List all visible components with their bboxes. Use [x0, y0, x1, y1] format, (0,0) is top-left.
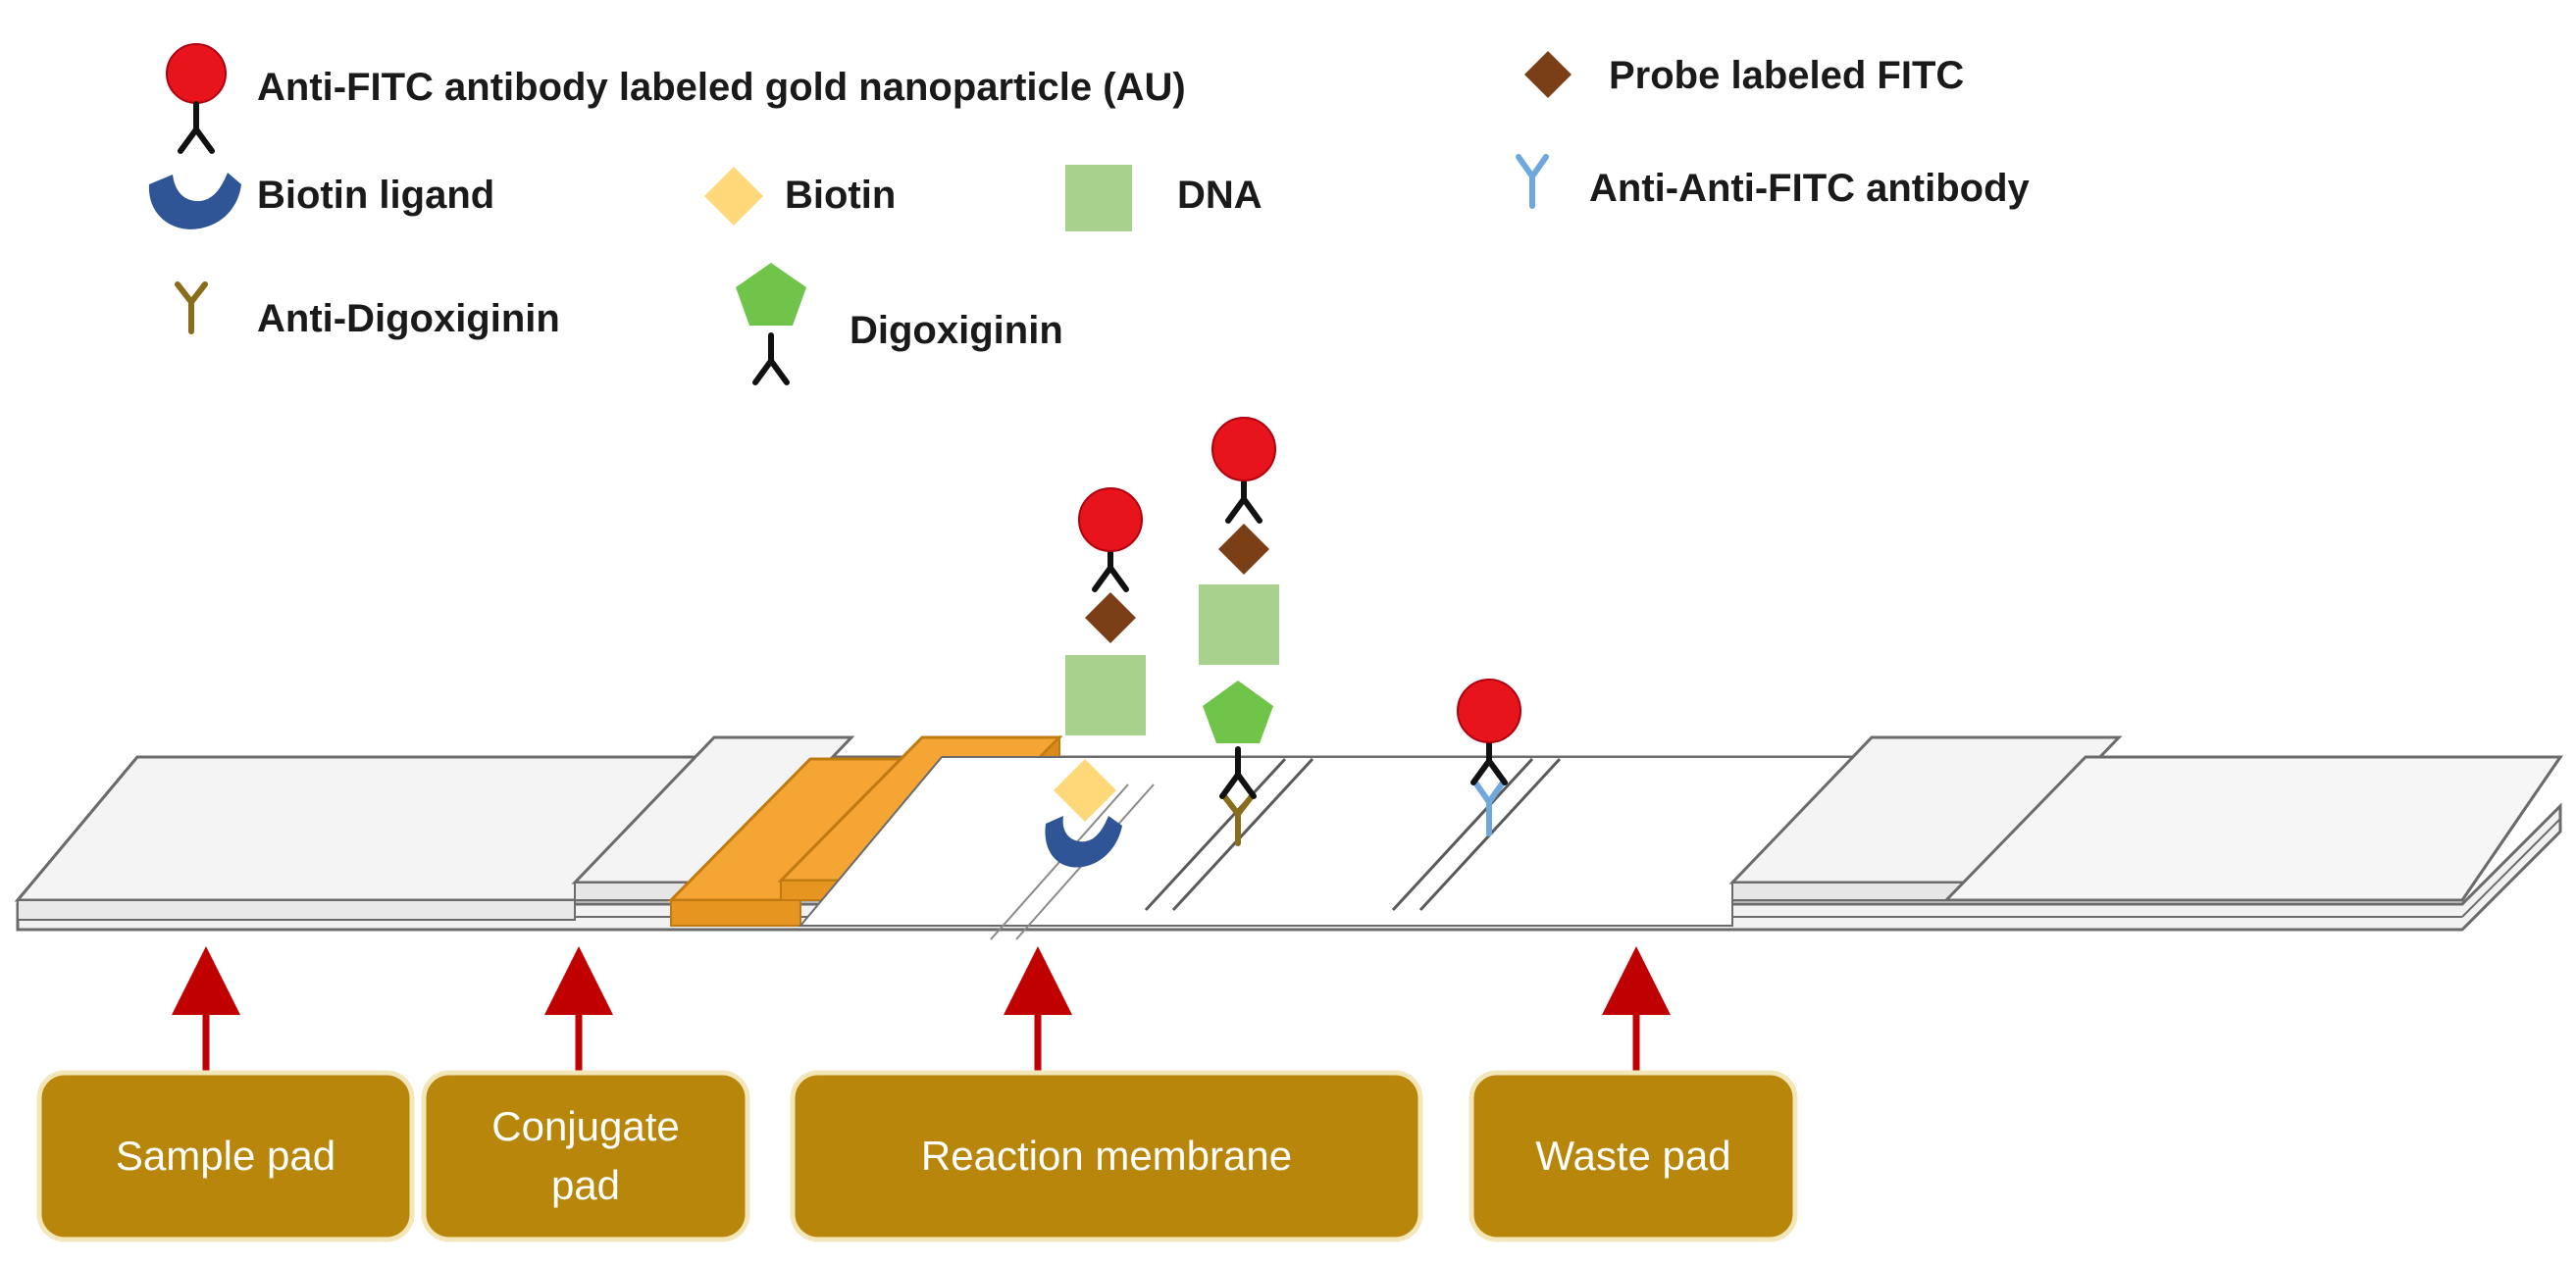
gold-nanoparticle-icon: [1457, 679, 1521, 743]
complex-control-line: [1457, 679, 1521, 836]
reaction-membrane: [798, 756, 1875, 940]
dna-icon: [1199, 584, 1279, 665]
legend-biotin-ligand-label: Biotin ligand: [257, 174, 494, 217]
complex-test-line-1: [1045, 487, 1146, 868]
gold-nanoparticle-icon: [1211, 417, 1276, 481]
arrows: [172, 946, 1671, 1071]
conjugate-pad-label-line2: pad: [551, 1162, 620, 1208]
dna-icon: [1065, 165, 1132, 231]
legend-dna-label: DNA: [1177, 174, 1262, 217]
conjugate-pad-label-box: Conjugate pad: [421, 1070, 750, 1242]
waste-pad-label-box: Waste pad: [1468, 1070, 1798, 1242]
legend-gold-nanoparticle-label: Anti-FITC antibody labeled gold nanopart…: [257, 66, 1186, 109]
legend: Anti-FITC antibody labeled gold nanopart…: [148, 43, 2031, 382]
legend-digoxiginin-label: Digoxiginin: [850, 309, 1063, 352]
dna-icon: [1065, 655, 1146, 735]
digoxiginin-icon: [736, 263, 806, 382]
pad-labels: Sample pad Conjugate pad Reaction membra…: [36, 1070, 1798, 1242]
anti-anti-fitc-antibody-icon: [1472, 780, 1506, 836]
biotin-ligand-icon: [1045, 816, 1122, 868]
legend-anti-anti-fitc-label: Anti-Anti-FITC antibody: [1589, 167, 2031, 210]
biotin-icon: [1054, 759, 1116, 822]
legend-probe-fitc-label: Probe labeled FITC: [1609, 54, 1964, 97]
probe-fitc-icon: [1524, 51, 1571, 98]
legend-biotin-label: Biotin: [785, 174, 896, 217]
anti-digoxiginin-icon: [1221, 793, 1255, 846]
test-line-2: [1144, 757, 1287, 912]
conjugate-pad-label-line1: Conjugate: [491, 1103, 679, 1149]
probe-fitc-icon: [1085, 592, 1136, 643]
sample-pad: [14, 755, 718, 921]
reaction-membrane-label: Reaction membrane: [921, 1133, 1292, 1179]
control-line: [1391, 757, 1534, 912]
reaction-membrane-label-box: Reaction membrane: [790, 1070, 1423, 1242]
legend-anti-digoxiginin-label: Anti-Digoxiginin: [257, 297, 560, 340]
gold-nanoparticle-icon: [166, 43, 227, 151]
biotin-ligand-icon: [148, 173, 241, 229]
sample-pad-label-box: Sample pad: [36, 1070, 415, 1242]
sample-pad-label: Sample pad: [116, 1133, 335, 1179]
anti-digoxiginin-icon: [175, 281, 208, 334]
biotin-icon: [704, 167, 763, 226]
test-strip: [14, 734, 2563, 940]
waste-pad: [1728, 735, 2563, 902]
digoxiginin-icon: [1203, 681, 1273, 743]
waste-pad-label: Waste pad: [1535, 1133, 1730, 1179]
anti-anti-fitc-antibody-icon: [1516, 154, 1549, 209]
probe-fitc-icon: [1218, 524, 1269, 575]
gold-nanoparticle-icon: [1078, 487, 1143, 552]
complex-test-line-2: [1199, 417, 1279, 846]
